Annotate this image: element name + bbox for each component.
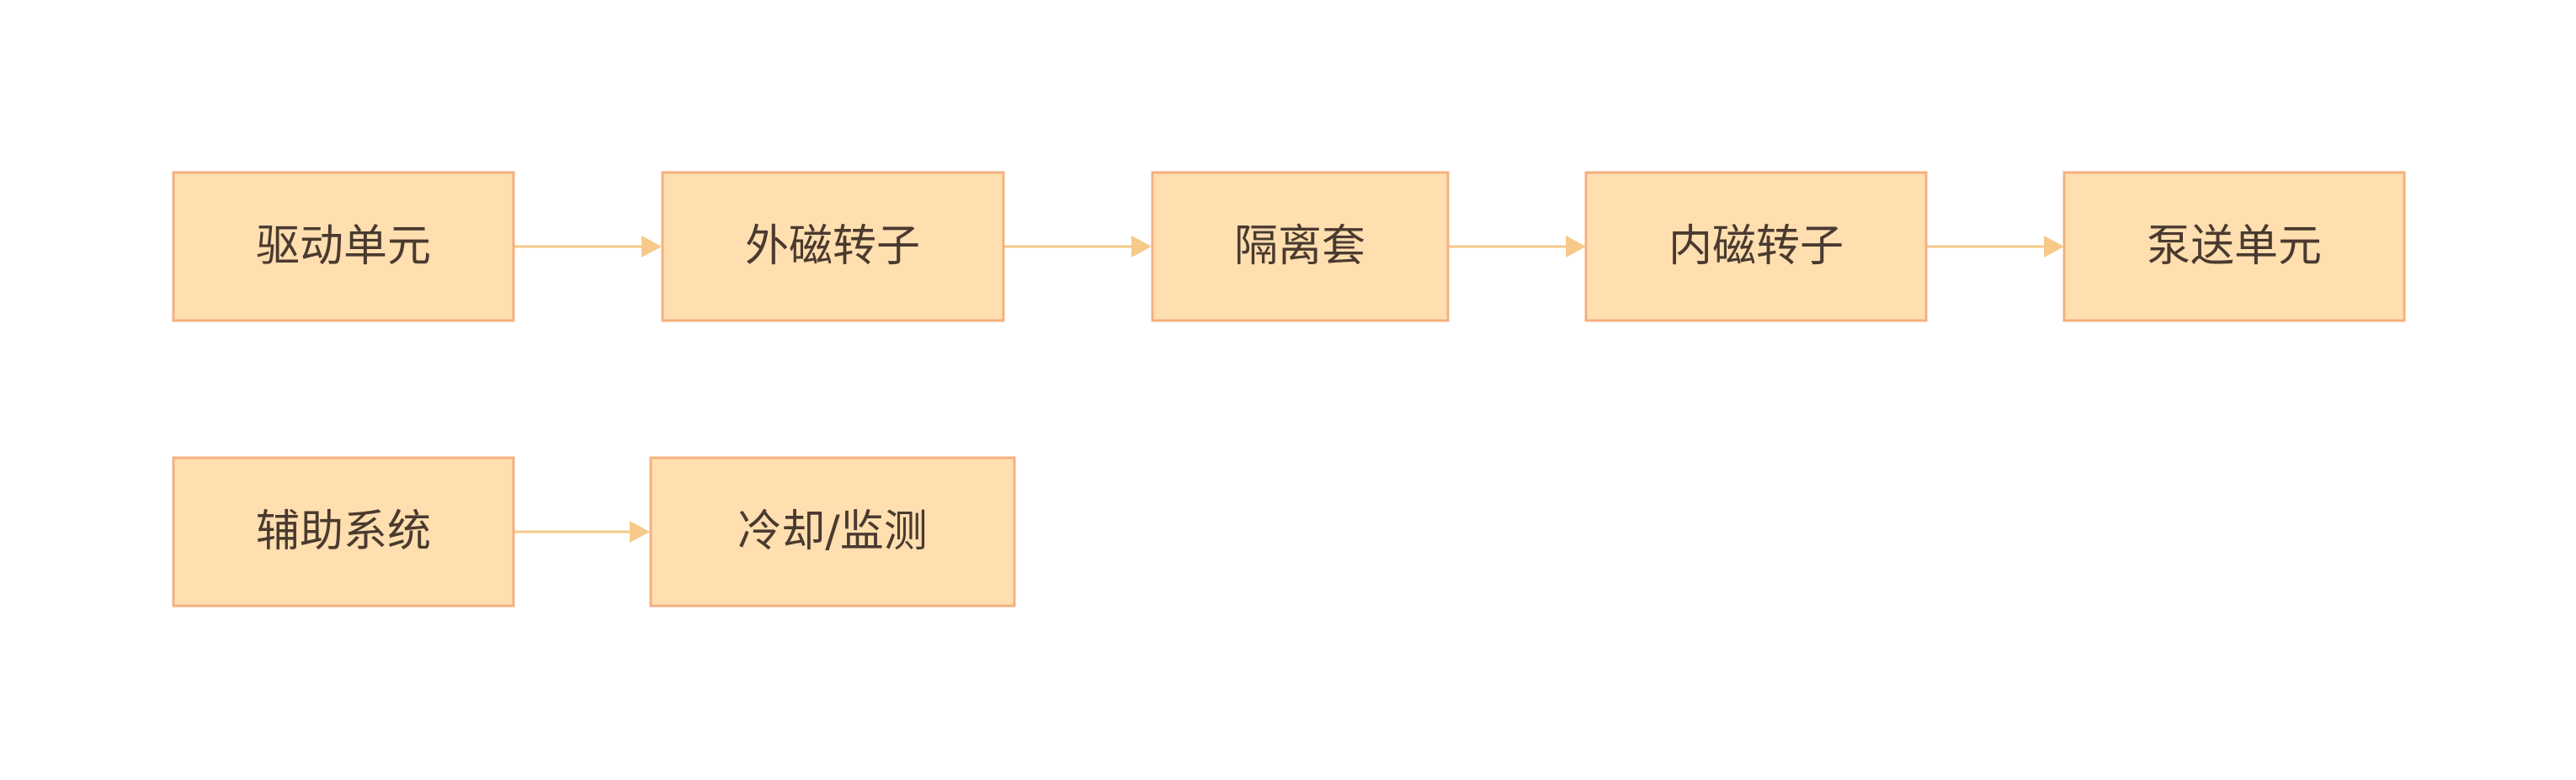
node-isolation-sleeve-label: 隔离套 xyxy=(1234,221,1365,272)
node-cooling-label: 冷却/监测 xyxy=(737,507,928,557)
node-drive[interactable]: 驱动单元 xyxy=(172,171,515,322)
node-inner-rotor[interactable]: 内磁转子 xyxy=(1584,171,1928,322)
node-drive-label: 驱动单元 xyxy=(256,221,431,272)
node-inner-rotor-label: 内磁转子 xyxy=(1669,221,1844,272)
node-isolation-sleeve[interactable]: 隔离套 xyxy=(1151,171,1450,322)
node-outer-rotor[interactable]: 外磁转子 xyxy=(661,171,1005,322)
node-cooling[interactable]: 冷却/监测 xyxy=(649,456,1016,608)
node-pump-label: 泵送单元 xyxy=(2147,221,2322,272)
node-auxiliary[interactable]: 辅助系统 xyxy=(172,456,515,608)
edge-outer-rotor-to-isolation-sleeve xyxy=(1003,236,1152,257)
node-outer-rotor-label: 外磁转子 xyxy=(745,221,920,272)
edges xyxy=(514,236,2064,543)
edge-auxiliary-to-cooling xyxy=(514,521,650,543)
edge-drive-to-outer-rotor xyxy=(514,236,662,257)
node-pump[interactable]: 泵送单元 xyxy=(2062,171,2406,322)
edge-inner-rotor-to-pump xyxy=(1926,236,2064,257)
node-auxiliary-label: 辅助系统 xyxy=(256,507,431,557)
edge-isolation-sleeve-to-inner-rotor xyxy=(1448,236,1586,257)
